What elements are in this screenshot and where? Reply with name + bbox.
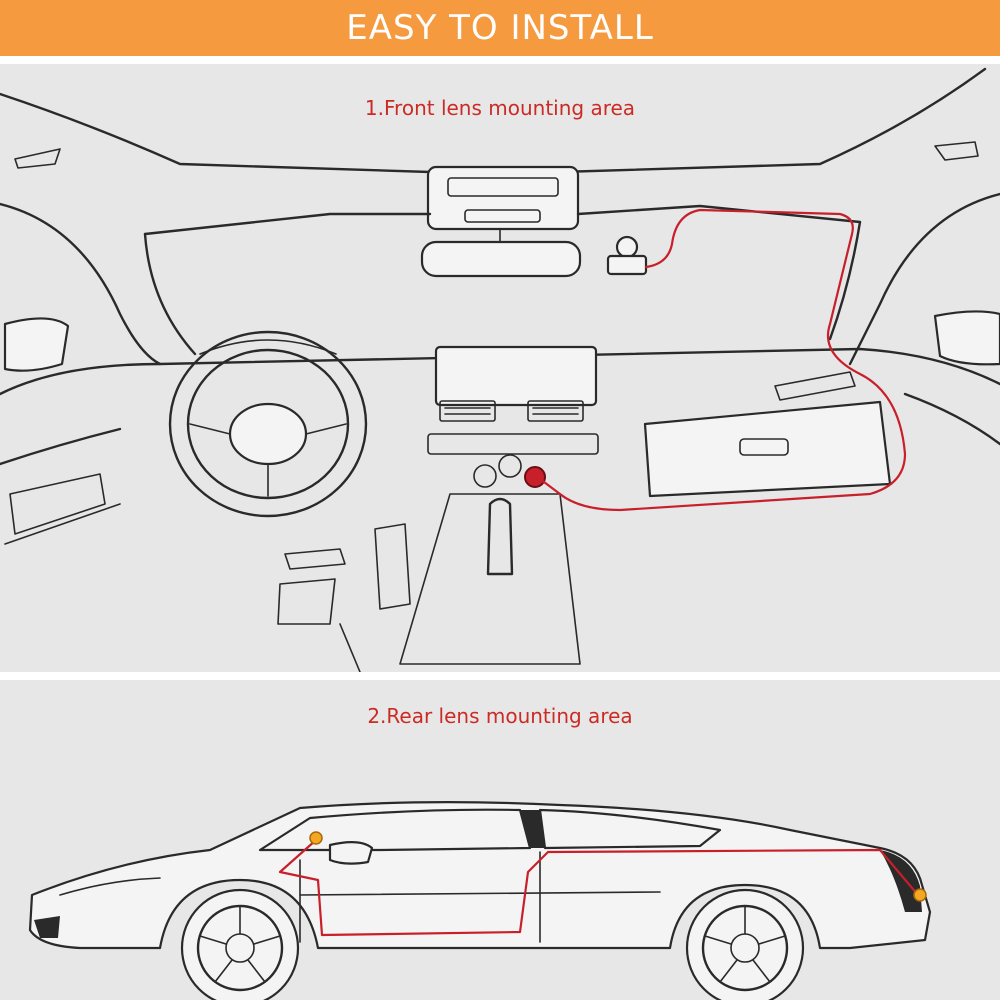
rear-lens-caption: 2.Rear lens mounting area [367, 704, 633, 728]
glove-box-handle [739, 438, 789, 456]
power-socket-icon [524, 466, 546, 488]
side-mirror [328, 841, 374, 865]
windshield-top-left [143, 212, 432, 236]
gear-shifter [486, 497, 514, 576]
front-mount-point-icon [309, 831, 323, 845]
left-a-pillar-inner [143, 232, 197, 356]
left-side-mirror [3, 317, 70, 372]
right-a-pillar [848, 192, 1000, 366]
overhead-buttons [464, 209, 541, 223]
front-wheel [180, 888, 300, 1000]
footwell-line [339, 623, 361, 672]
clutch-pedal [284, 548, 346, 570]
center-screen [434, 345, 598, 407]
front-window [258, 808, 532, 852]
power-cable-route [538, 208, 907, 512]
car-side-illustration [28, 801, 932, 1000]
brake-pedal [277, 578, 336, 625]
left-door-handle [9, 473, 106, 535]
rear-lens-panel: 2.Rear lens mounting area [0, 680, 1000, 1000]
left-reading-light [14, 148, 61, 169]
instrument-hood [199, 339, 337, 355]
right-air-vent [774, 371, 856, 401]
front-lens-caption: 1.Front lens mounting area [364, 96, 636, 120]
body-crease [299, 891, 661, 896]
banner-title: EASY TO INSTALL [346, 8, 654, 48]
left-a-pillar [0, 202, 162, 366]
b-pillar [520, 810, 545, 848]
right-side-mirror [933, 310, 1000, 366]
center-air-vents [439, 400, 584, 422]
overhead-light [447, 177, 559, 197]
overhead-console [426, 165, 580, 231]
right-reading-light [934, 141, 979, 161]
accelerator-pedal [374, 523, 411, 610]
console-knob-right [498, 454, 522, 478]
headlight-line [59, 877, 161, 896]
rear-wheel [685, 888, 805, 1000]
windshield-top-right [576, 204, 862, 224]
radio-slot [427, 433, 599, 455]
rear-cable-route [278, 838, 920, 937]
car-interior-illustration [0, 67, 1000, 672]
right-a-pillar-inner [828, 220, 862, 341]
title-banner: EASY TO INSTALL [0, 0, 1000, 56]
front-lens-panel: 1.Front lens mounting area [0, 64, 1000, 672]
rear-bumper-vent [880, 850, 922, 912]
right-door-panel [903, 392, 1000, 446]
left-door-armrest [4, 503, 121, 545]
rearview-mirror [420, 240, 582, 278]
front-intake [34, 916, 60, 938]
steering-wheel [168, 330, 368, 518]
center-console [399, 493, 581, 665]
rear-window [538, 808, 722, 850]
rear-mount-point-icon [913, 888, 927, 902]
glove-box [643, 400, 892, 498]
headliner-outline [0, 67, 987, 174]
left-door-panel [0, 427, 122, 466]
console-knob-left [473, 464, 497, 488]
dash-camera [606, 235, 648, 276]
